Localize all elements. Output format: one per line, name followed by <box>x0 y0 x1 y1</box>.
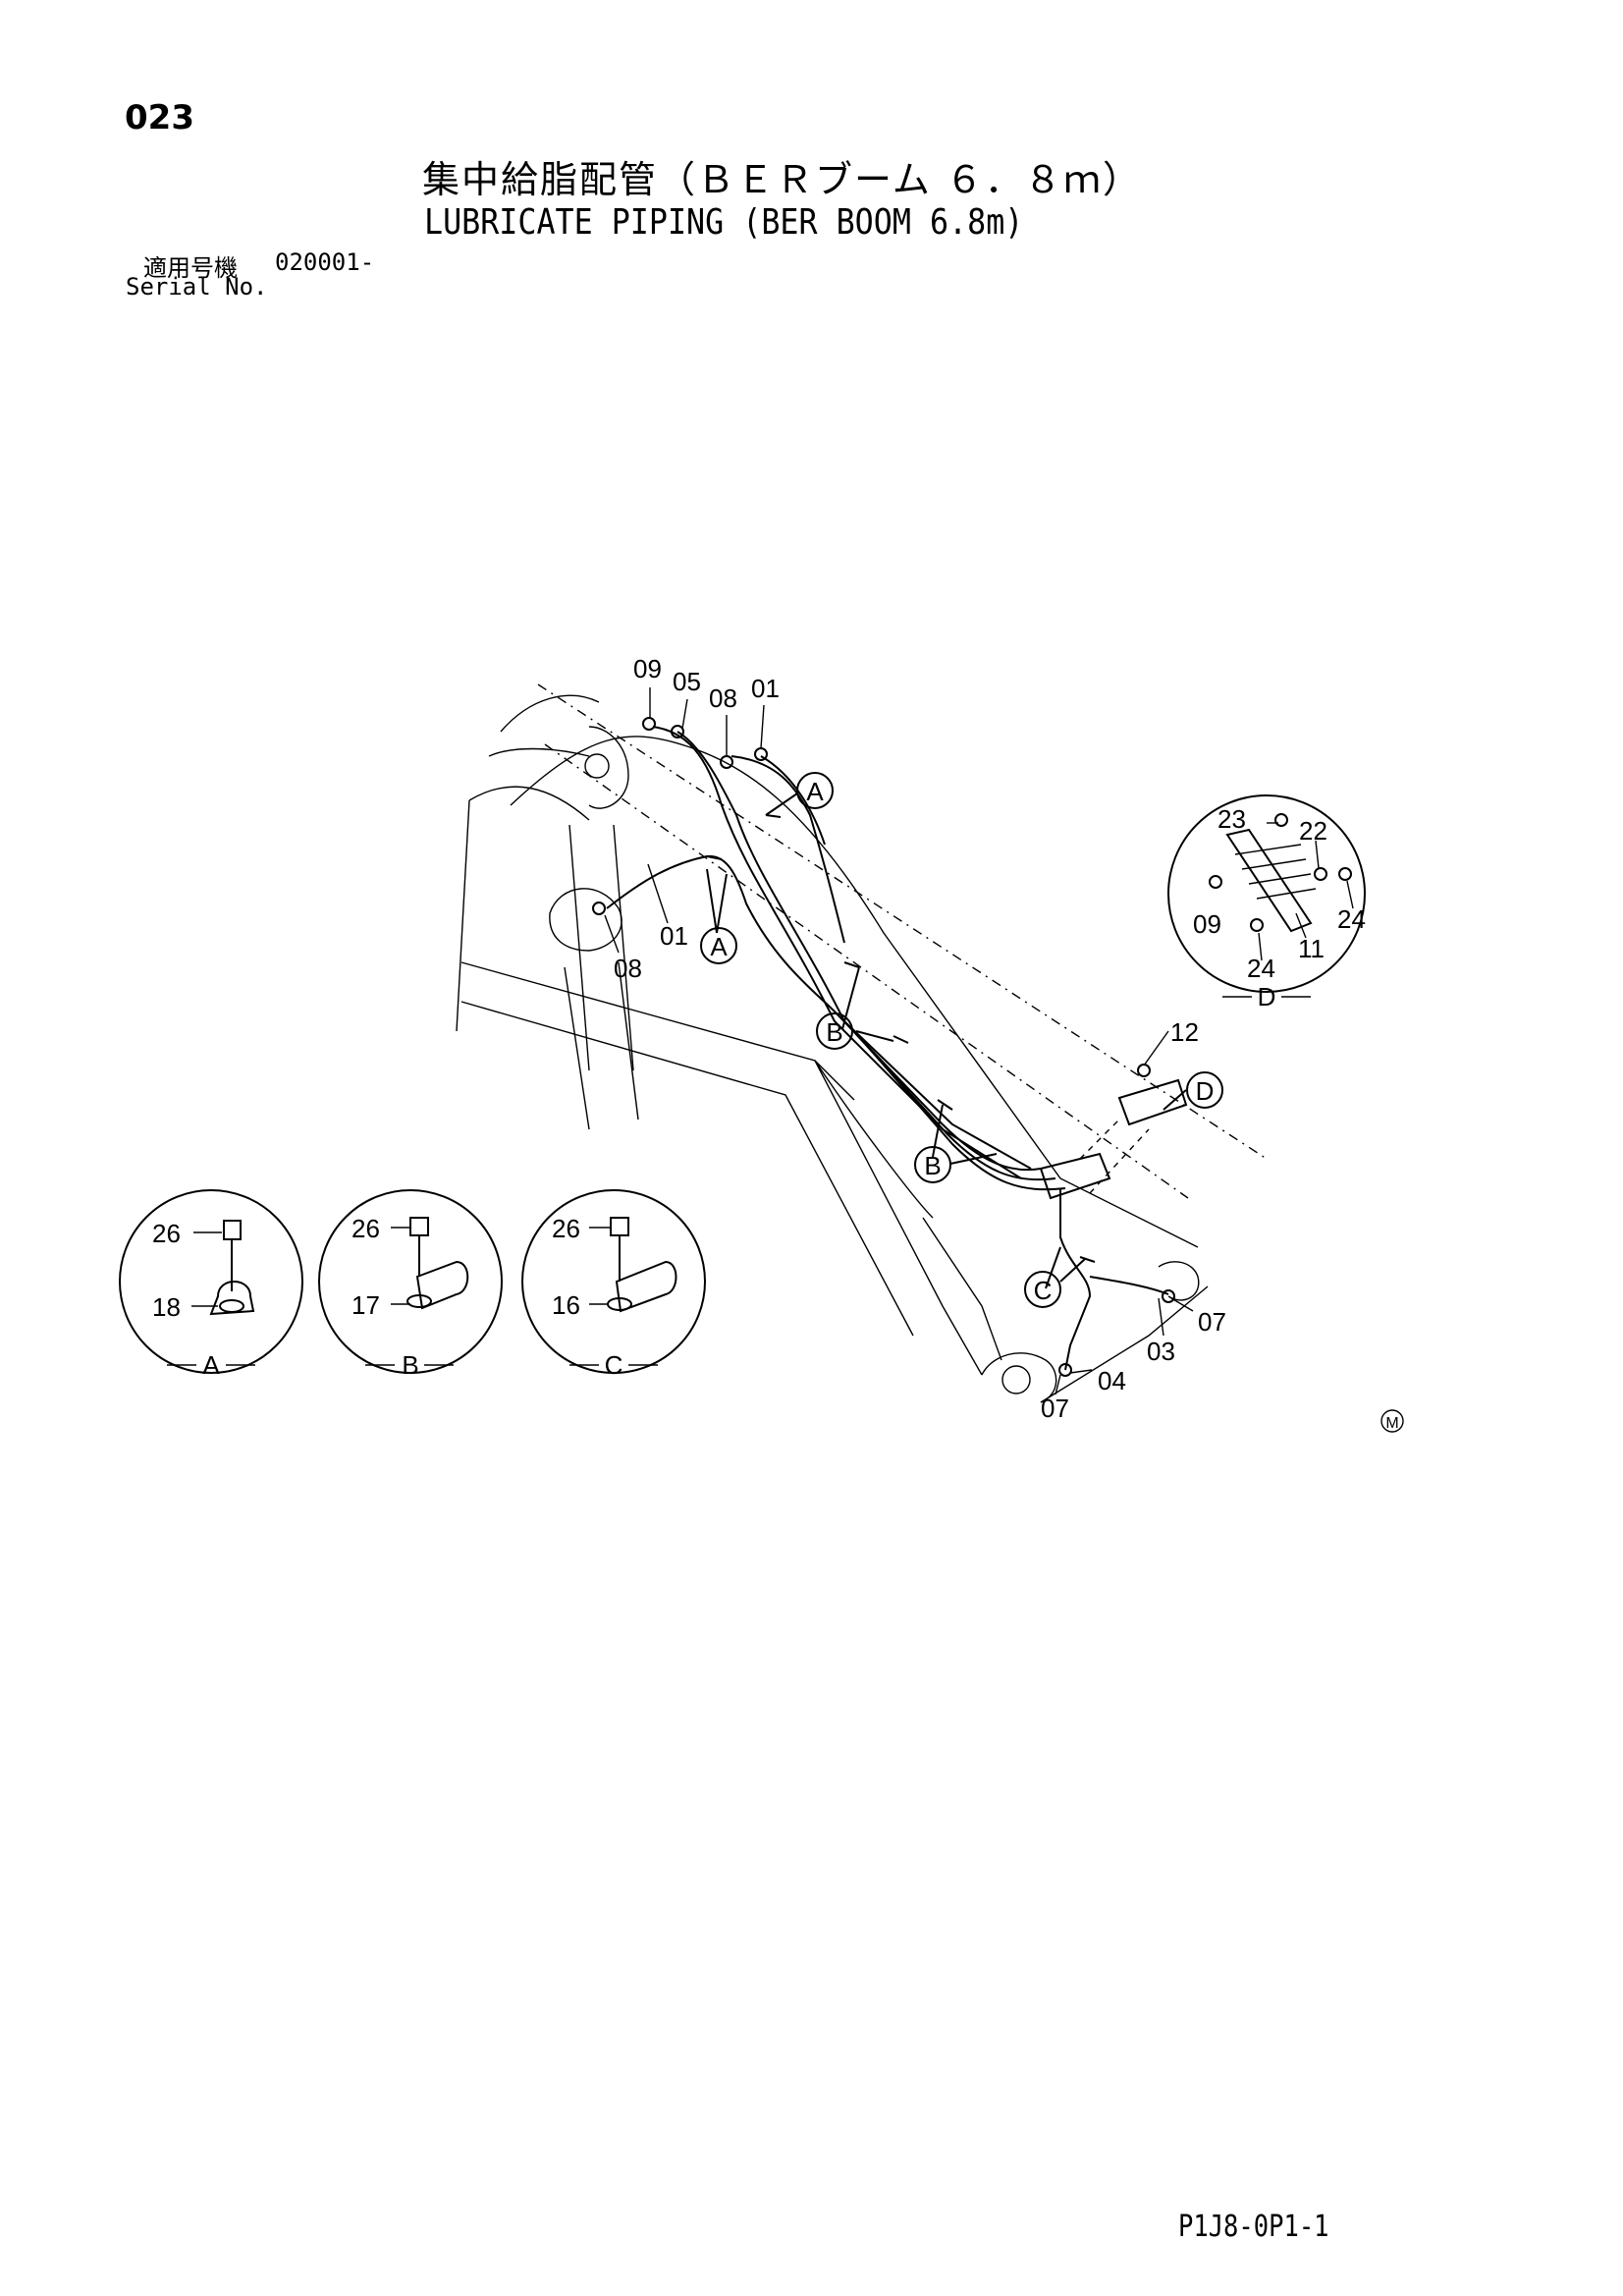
detail-d-callout-09: 09 <box>1193 909 1221 939</box>
serial-number-value: 020001- <box>275 248 375 276</box>
callout-05: 05 <box>673 667 701 696</box>
marker-a-lower: A <box>710 932 728 961</box>
callout-04: 04 <box>1098 1366 1126 1395</box>
callout-09-top: 09 <box>633 654 662 683</box>
marker-b-upper: B <box>826 1017 842 1047</box>
detail-d-callout-24-bottom: 24 <box>1247 954 1275 983</box>
detail-a-callout-18: 18 <box>152 1292 181 1322</box>
detail-a-callout-26: 26 <box>152 1219 181 1248</box>
detail-b-callout-26: 26 <box>352 1214 380 1243</box>
detail-view-b: 26 17 B <box>318 1189 503 1380</box>
detail-c-callout-16: 16 <box>552 1290 580 1320</box>
callout-08-left: 08 <box>614 954 642 983</box>
detail-view-a: 26 18 A <box>119 1189 303 1380</box>
marker-d: D <box>1196 1076 1215 1106</box>
detail-a-label: A <box>202 1350 220 1380</box>
detail-c-callout-26: 26 <box>552 1214 580 1243</box>
callout-07-bottom: 07 <box>1041 1394 1069 1423</box>
detail-d-callout-23: 23 <box>1217 804 1246 834</box>
view-markers: A A B B C D <box>700 772 1223 1308</box>
document-code: P1J8-0P1-1 <box>1178 2210 1329 2244</box>
marker-a-upper: A <box>806 777 824 806</box>
serial-label-japanese: 適用号機 <box>143 254 238 282</box>
detail-d-callout-24-right: 24 <box>1337 904 1366 934</box>
boom-structure <box>456 683 1268 1403</box>
page-title-japanese: 集中給脂配管（ＢＥＲブーム ６．８ｍ） <box>422 158 1142 201</box>
marker-b-lower: B <box>924 1151 941 1180</box>
marker-c: C <box>1034 1276 1053 1305</box>
detail-view-c: 26 16 C <box>521 1189 706 1380</box>
callout-08-top: 08 <box>709 683 737 713</box>
serial-label-english: Serial No. <box>126 273 268 301</box>
detail-d-callout-11: 11 <box>1298 934 1325 963</box>
callout-12: 12 <box>1170 1017 1199 1047</box>
detail-b-label: B <box>402 1350 418 1380</box>
detail-d-label: D <box>1258 982 1276 1011</box>
leader-lines <box>604 687 1194 1395</box>
m-mark-letter: M <box>1385 1415 1398 1432</box>
callout-01-top: 01 <box>751 674 780 703</box>
callout-03: 03 <box>1147 1337 1175 1366</box>
m-mark: M <box>1380 1409 1404 1433</box>
callout-01-mid: 01 <box>660 921 688 951</box>
page-title-english: LUBRICATE PIPING (BER BOOM 6.8m) <box>424 202 1024 243</box>
part-callouts: 09 05 08 01 01 08 12 07 03 04 07 <box>614 654 1226 1423</box>
detail-d-callout-22: 22 <box>1299 816 1327 846</box>
callout-07-right: 07 <box>1198 1307 1226 1337</box>
grease-pipes <box>592 717 1188 1377</box>
page-number: 023 <box>125 98 194 137</box>
detail-c-label: C <box>605 1350 623 1380</box>
detail-view-d: 23 22 09 11 24 24 D <box>1167 794 1366 1011</box>
detail-b-callout-17: 17 <box>352 1290 380 1320</box>
